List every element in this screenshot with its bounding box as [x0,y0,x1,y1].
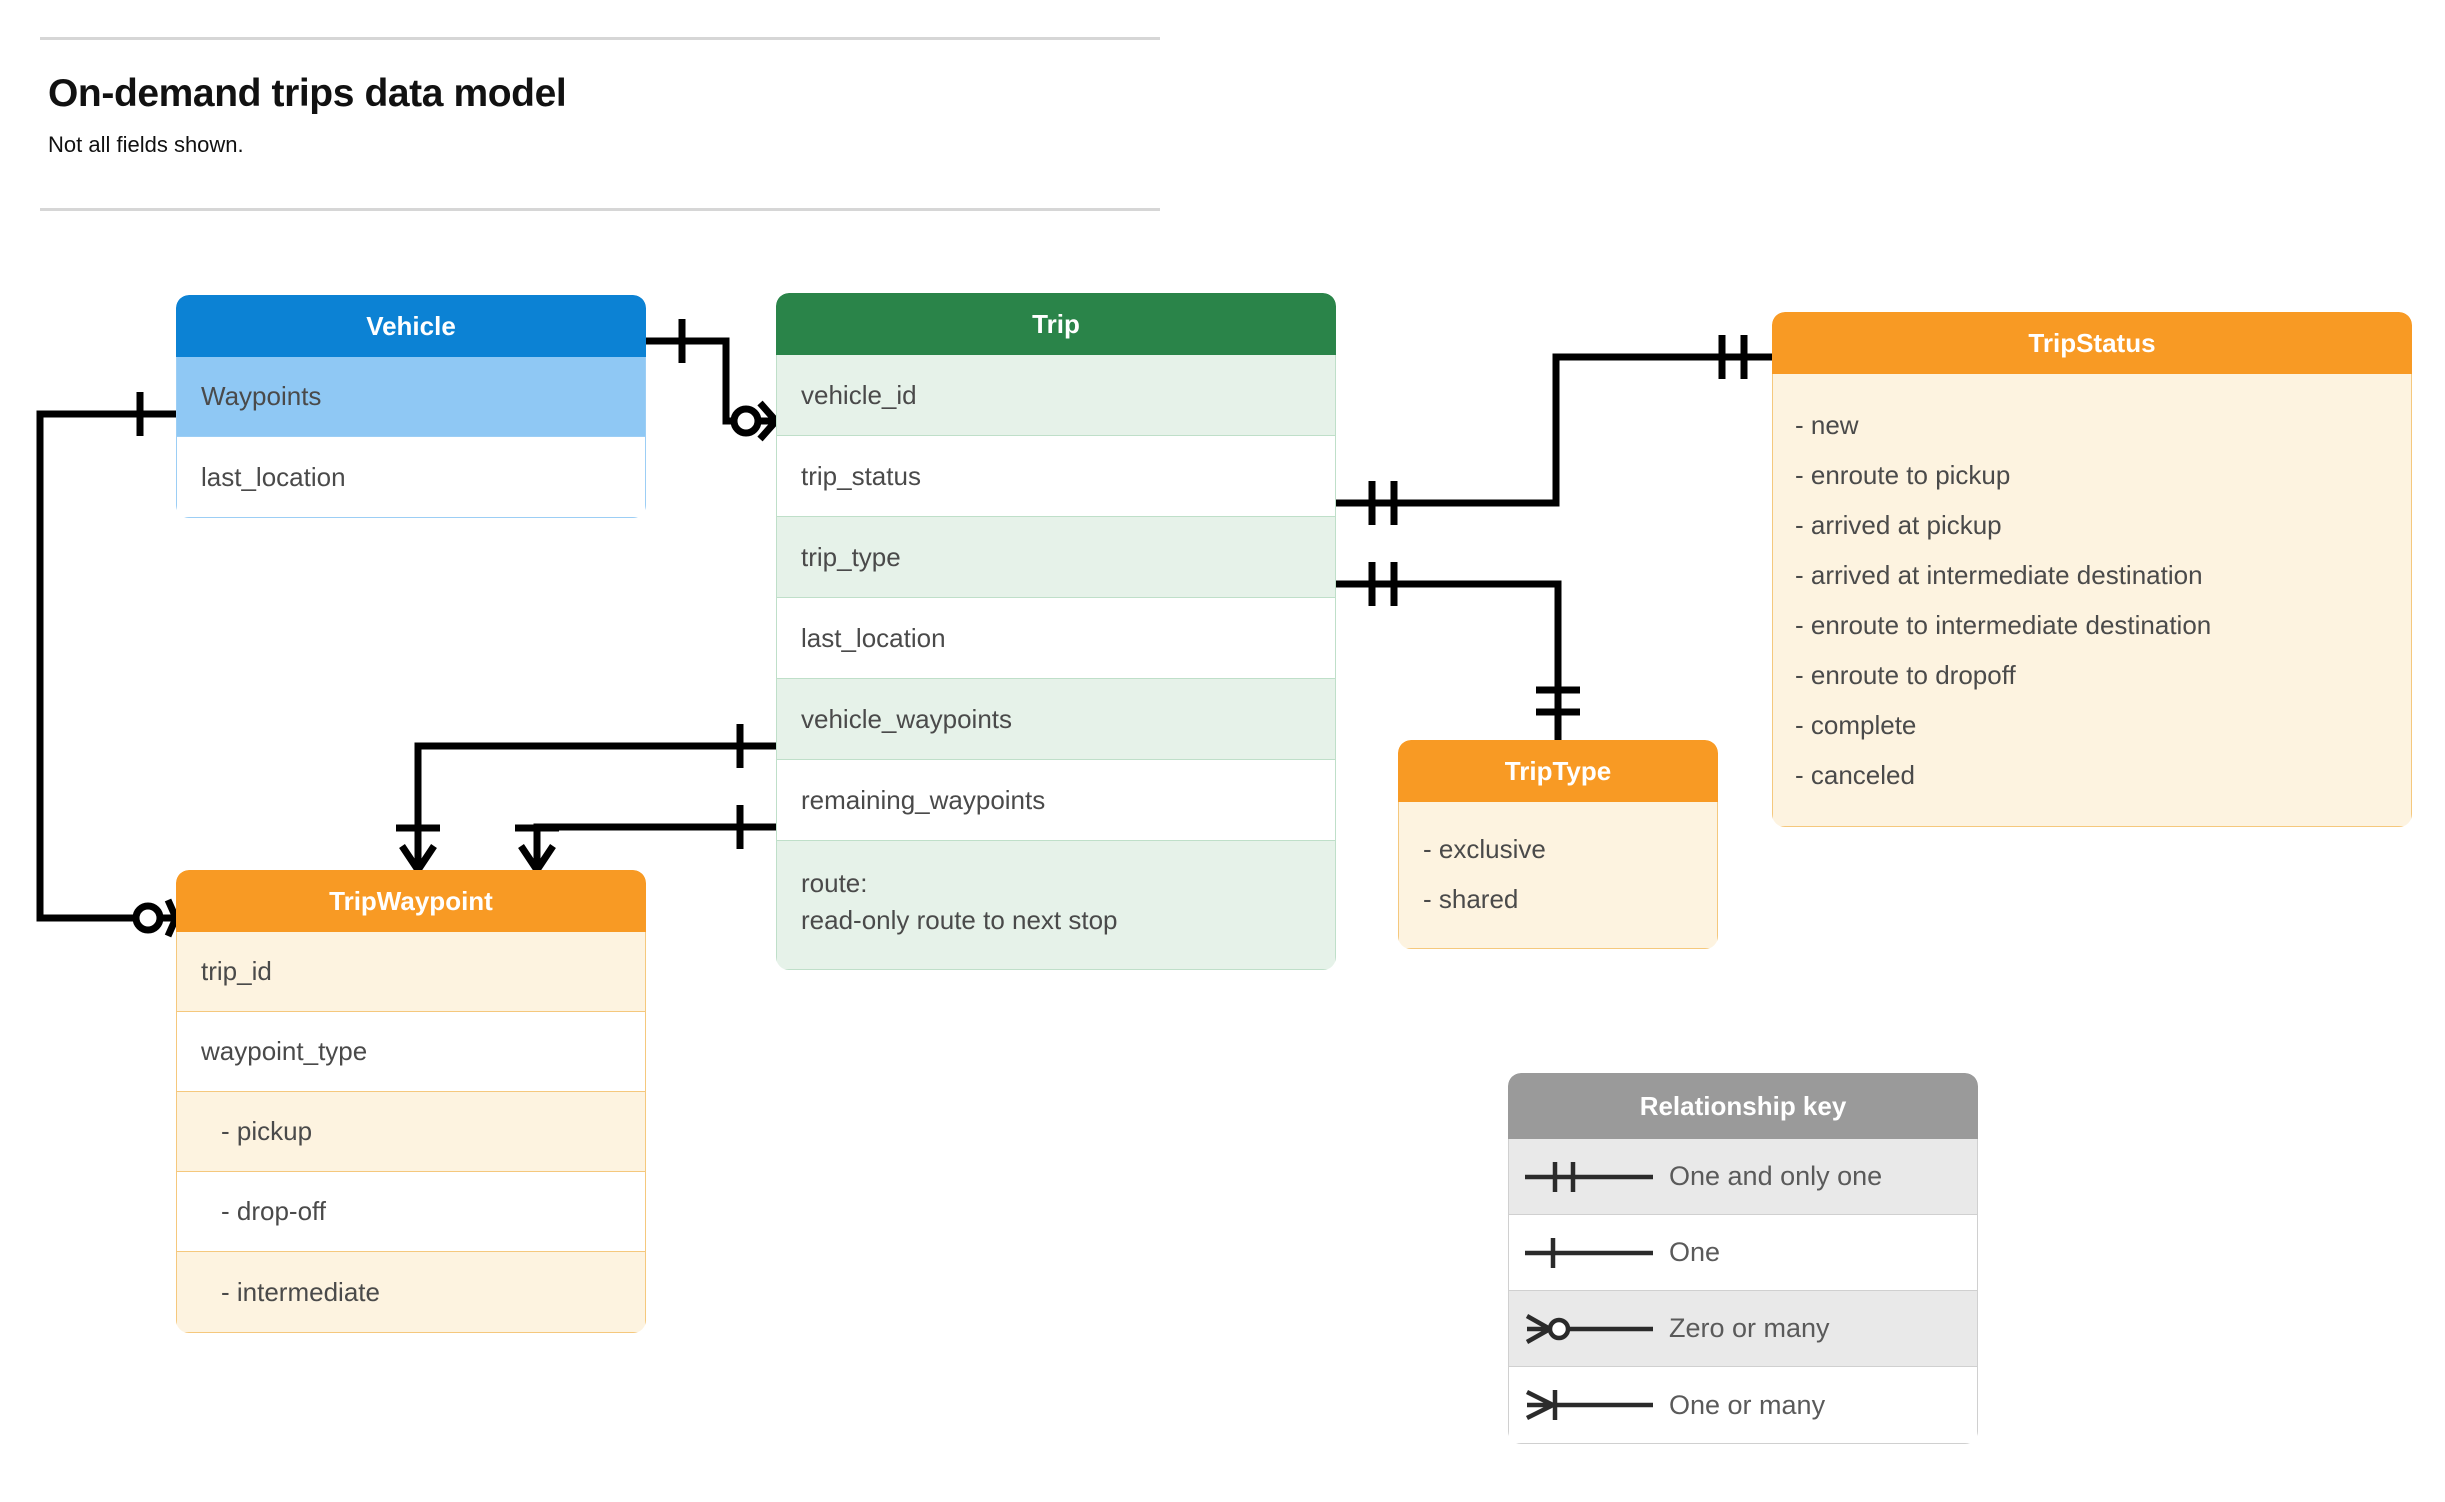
field-row[interactable]: vehicle_id [777,355,1335,436]
entity-trip-title: Trip [776,293,1336,355]
field-label: route: [801,868,868,898]
entity-triptype[interactable]: TripType - exclusive - shared [1398,740,1718,949]
entity-vehicle-title: Vehicle [176,295,646,357]
enum-value: - shared [1423,884,1519,914]
entity-vehicle[interactable]: Vehicle Waypoints last_location [176,295,646,518]
field-label: trip_type [801,541,901,572]
enum-value: - exclusive [1423,834,1546,864]
entity-triptype-title: TripType [1398,740,1718,802]
page-title: On-demand trips data model [48,72,567,115]
field-label: Waypoints [201,381,322,411]
entity-vehicle-fields: Waypoints last_location [176,357,646,518]
field-row[interactable]: trip_type [777,517,1335,598]
field-label: trip_status [801,460,921,491]
enum-value: - complete [1795,710,1917,740]
legend-rows: One and only one One [1508,1139,1978,1444]
field-label: vehicle_id [801,379,917,410]
field-row[interactable]: - drop-off [177,1172,645,1252]
entity-trip[interactable]: Trip vehicle_id trip_status trip_type la… [776,293,1336,970]
enum-value: - enroute to intermediate destination [1795,610,2212,640]
legend-row[interactable]: Zero or many [1509,1291,1977,1367]
field-label: - drop-off [221,1196,327,1226]
field-row[interactable]: - pickup [177,1092,645,1172]
entity-tripwaypoint-fields: trip_id waypoint_type - pickup - drop-of… [176,932,646,1333]
field-row[interactable]: last_location [177,437,645,517]
field-row[interactable]: waypoint_type [177,1012,645,1092]
legend-label: One and only one [1669,1161,1883,1191]
legend-label: One or many [1669,1389,1826,1420]
field-row[interactable]: Waypoints [177,357,645,437]
field-label: remaining_waypoints [801,784,1046,815]
field-label: last_location [801,622,946,653]
field-note: read-only route to next stop [801,904,1118,935]
field-row[interactable]: trip_id [177,932,645,1012]
field-label: - pickup [221,1116,313,1146]
field-row[interactable]: vehicle_waypoints [777,679,1335,760]
legend-row[interactable]: One [1509,1215,1977,1291]
field-label: vehicle_waypoints [801,703,1013,734]
field-label: last_location [201,461,346,492]
field-label: - intermediate [221,1276,380,1307]
enum-value: - enroute to dropoff [1795,660,2016,690]
entity-tripwaypoint[interactable]: TripWaypoint trip_id waypoint_type - pic… [176,870,646,1333]
enum-value: - canceled [1795,760,1915,790]
entity-tripwaypoint-title: TripWaypoint [176,870,646,932]
legend-label: Zero or many [1669,1313,1830,1343]
field-row[interactable]: last_location [777,598,1335,679]
header-divider-top [40,37,1160,40]
enum-value: - arrived at pickup [1795,510,2002,540]
legend-row[interactable]: One and only one [1509,1139,1977,1215]
page-subtitle: Not all fields shown. [48,132,244,157]
field-label: trip_id [201,956,272,986]
entity-triptype-values: - exclusive - shared [1398,802,1718,949]
legend-title: Relationship key [1508,1073,1978,1139]
entity-trip-fields: vehicle_id trip_status trip_type last_lo… [776,355,1336,970]
legend-label: One [1669,1237,1721,1267]
field-row[interactable]: - intermediate [177,1252,645,1332]
field-row[interactable]: remaining_waypoints [777,760,1335,841]
one-and-only-one-icon [1509,1154,1669,1200]
enum-value: - new [1795,410,1859,440]
enum-value: - enroute to pickup [1795,460,2011,490]
zero-or-many-icon [1509,1306,1669,1352]
field-row[interactable]: trip_status [777,436,1335,517]
relationship-key-legend[interactable]: Relationship key One and only one [1508,1073,1978,1444]
one-or-many-icon [1509,1382,1669,1428]
entity-tripstatus-values: - new - enroute to pickup - arrived at p… [1772,374,2412,827]
entity-tripstatus-title: TripStatus [1772,312,2412,374]
legend-row[interactable]: One or many [1509,1367,1977,1443]
field-label: waypoint_type [201,1036,368,1066]
enum-value: - arrived at intermediate destination [1795,560,2203,590]
header-divider-bottom [40,208,1160,211]
field-row-route[interactable]: route: read-only route to next stop [777,841,1335,969]
one-icon [1509,1230,1669,1276]
entity-tripstatus[interactable]: TripStatus - new - enroute to pickup - a… [1772,312,2412,827]
